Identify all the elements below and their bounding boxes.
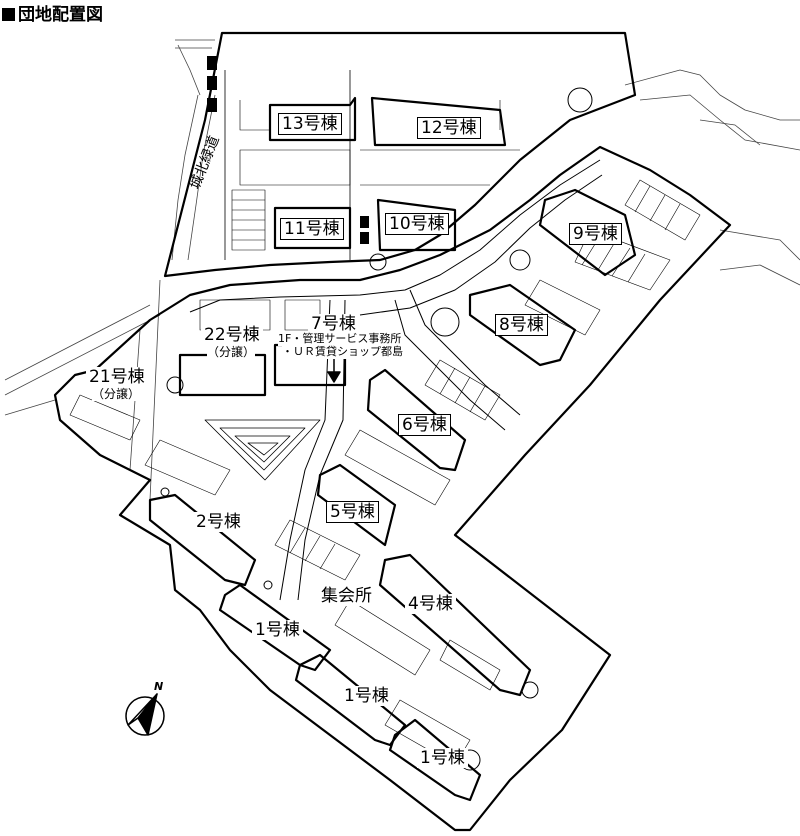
- north-parcel-boundary: [163, 31, 637, 278]
- north-arrow-icon: [125, 693, 165, 736]
- building-12-label: 12号棟: [417, 117, 481, 139]
- building-2-label: 2号棟: [193, 512, 244, 532]
- north-label: N: [154, 680, 164, 693]
- building-6-label: 6号棟: [398, 414, 451, 436]
- surrounding-roads: [4, 39, 800, 501]
- round-features: [160, 87, 593, 771]
- building-7-note-shop: ・ＵＲ賃貸ショップ都島: [282, 345, 403, 359]
- building-22-label: 22号棟: [201, 325, 263, 345]
- internal-roads: [189, 70, 603, 601]
- building-9-label: 9号棟: [569, 223, 622, 245]
- building-1c-label: 1号棟: [417, 748, 468, 768]
- building-4-label: 4号棟: [405, 594, 456, 614]
- building-21-sub: （分譲）: [92, 387, 141, 401]
- building-22-sub: （分譲）: [207, 345, 256, 359]
- building-8-label: 8号棟: [495, 314, 548, 336]
- building-1a-label: 1号棟: [252, 620, 303, 640]
- building-7-label: 7号棟: [308, 314, 359, 334]
- building-1b-label: 1号棟: [341, 686, 392, 706]
- plaza: [204, 419, 321, 481]
- title-square-icon: [2, 8, 15, 21]
- building-5-label: 5号棟: [326, 501, 379, 523]
- building-11-label: 11号棟: [280, 218, 344, 240]
- parking-areas: [69, 100, 701, 766]
- main-parcel-boundary: [53, 145, 732, 832]
- building-footprints: [148, 96, 637, 802]
- building-13-label: 13号棟: [278, 113, 342, 135]
- building-10-label: 10号棟: [385, 213, 449, 235]
- building-7-note-office: 1F・管理サービス事務所: [278, 332, 402, 346]
- meeting-hall-label: 集会所: [318, 586, 375, 606]
- page-title: 団地配置図: [2, 0, 103, 25]
- building-21-label: 21号棟: [86, 367, 148, 387]
- title-text: 団地配置図: [18, 5, 103, 25]
